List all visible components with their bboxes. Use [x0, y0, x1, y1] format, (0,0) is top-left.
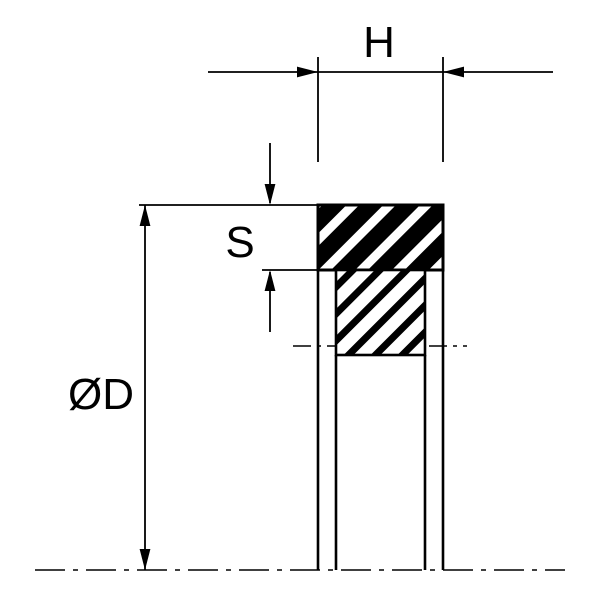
s-dimension: S [225, 143, 320, 332]
seal-section [316, 203, 445, 272]
d-arrow-down-icon [139, 549, 151, 570]
s-arrow-up-icon [264, 270, 276, 291]
h-dim-label: H [363, 18, 395, 67]
s-dim-label: S [225, 218, 254, 267]
groove-insert-section [334, 268, 427, 357]
d-dim-label: ØD [68, 370, 134, 419]
d-dimension: ØD [68, 204, 318, 570]
h-arrow-right-icon [443, 66, 464, 78]
cylinder-walls [316, 270, 445, 570]
h-arrow-left-icon [297, 66, 318, 78]
d-arrow-up-icon [139, 205, 151, 226]
s-arrow-down-icon [264, 184, 276, 205]
h-dimension: H [208, 18, 553, 162]
